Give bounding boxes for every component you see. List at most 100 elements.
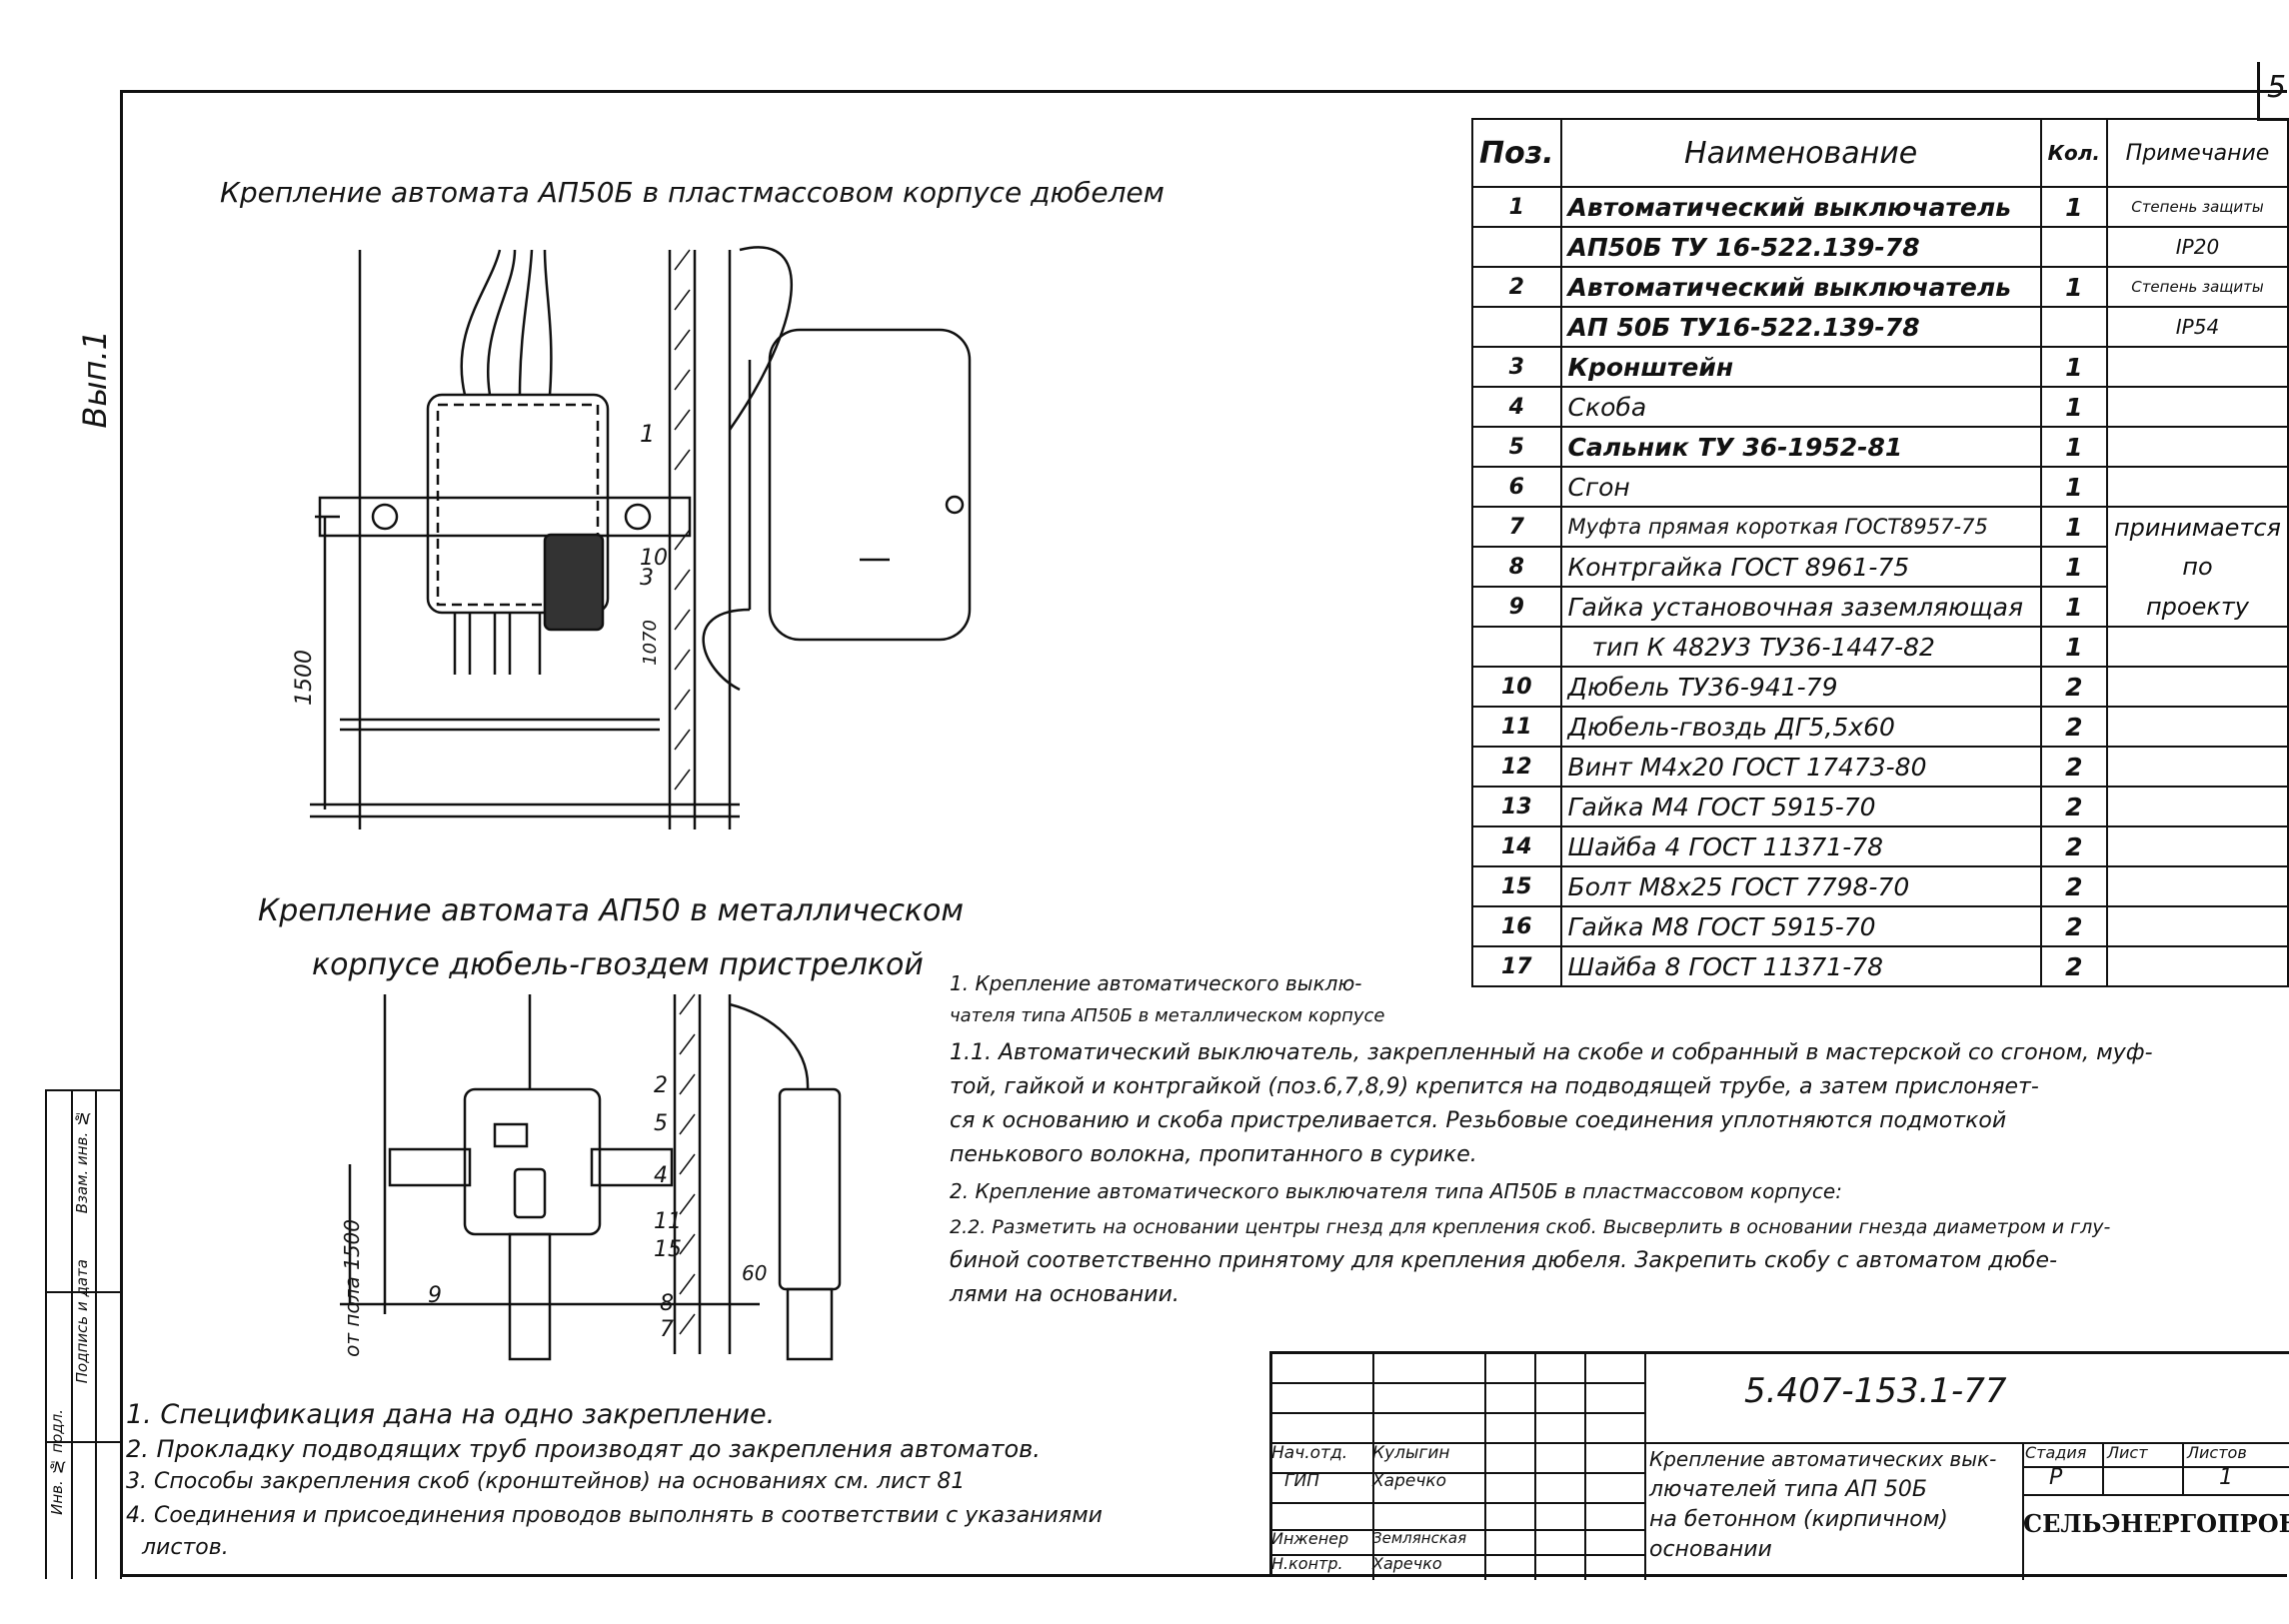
note-11-line3: ся к основанию и скоба пристреливается. … [950, 1108, 2007, 1133]
bottom-note-5: листов. [142, 1535, 229, 1560]
spec-qty: 2 [2039, 786, 2108, 827]
spec-qty: 1 [2039, 386, 2108, 428]
stamp-description-3: на бетонном (кирпичном) [1649, 1507, 1948, 1532]
spec-pos: 11 [1471, 706, 1562, 748]
spec-note: принимается [2105, 506, 2289, 547]
spec-qty [2039, 226, 2108, 268]
spec-name: Гайка установочная заземляющая [1559, 586, 2042, 628]
title-block [1269, 1351, 2289, 1580]
name-kulygin: Кулыгин [1372, 1443, 1450, 1463]
stamp-sheets-header: Листов [2187, 1443, 2247, 1462]
spec-header-qty: Кол. [2039, 118, 2108, 188]
role-engineer: Инженер [1271, 1529, 1349, 1548]
stamp-description-4: основании [1649, 1537, 1772, 1562]
spec-name: Сгон [1559, 466, 2042, 508]
spec-pos: 15 [1471, 865, 1562, 907]
spec-name: Скоба [1559, 386, 2042, 428]
spec-name: Сальник ТУ 36-1952-81 [1559, 426, 2042, 468]
spec-name: Автоматический выключатель [1559, 186, 2042, 228]
spec-name: Болт М8х25 ГОСТ 7798-70 [1559, 865, 2042, 907]
spec-qty: 1 [2039, 466, 2108, 508]
title-top-drawing: Крепление автомата АП50Б в пластмассовом… [220, 176, 1164, 209]
bottom-note-3: 3. Способы закрепления скоб (кронштейнов… [126, 1469, 966, 1494]
spec-name: Шайба 4 ГОСТ 11371-78 [1559, 825, 2042, 867]
spec-qty: 1 [2039, 506, 2108, 548]
name-harechko-2: Харечко [1372, 1554, 1442, 1573]
spec-note [2105, 386, 2289, 428]
stamp-stage-header: Стадия [2025, 1443, 2087, 1462]
spec-qty: 2 [2039, 905, 2108, 947]
spec-note: IP20 [2105, 226, 2289, 268]
spec-qty: 2 [2039, 945, 2108, 987]
spec-qty: 2 [2039, 865, 2108, 907]
spec-pos: 17 [1471, 945, 1562, 987]
sidebar-label-sign: Подпись и дата [73, 1259, 91, 1384]
spec-note [2105, 626, 2289, 668]
spec-name: Автоматический выключатель [1559, 266, 2042, 308]
spec-header-row: Поз. Наименование Кол. Примечание [1471, 118, 2289, 188]
spec-note [2105, 706, 2289, 748]
bottom-note-2: 2. Прокладку подводящих труб производят … [126, 1435, 1041, 1463]
organization-name: СЕЛЬЭНЕРГОПРОЕКТ [2023, 1509, 2289, 1538]
spec-note [2105, 945, 2289, 987]
note-22-line3: лями на основании. [950, 1282, 1179, 1307]
spec-pos: 4 [1471, 386, 1562, 428]
callout-5: 5 [654, 1111, 668, 1136]
spec-name: АП 50Б ТУ16-522.139-78 [1559, 306, 2042, 348]
dim-60: 60 [742, 1261, 768, 1285]
spec-name: тип К 482У3 ТУ36-1447-82 [1559, 626, 2042, 668]
spec-name: Шайба 8 ГОСТ 11371-78 [1559, 945, 2042, 987]
callout-10-top: 10 [640, 546, 668, 571]
side-label: Вып.1 [76, 330, 114, 429]
bottom-note-1: 1. Спецификация дана на одно закрепление… [126, 1399, 776, 1430]
sheet-corner-number: 5 [2267, 70, 2287, 105]
spec-qty: 2 [2039, 825, 2108, 867]
spec-name: Муфта прямая короткая ГОСТ8957-75 [1559, 506, 2042, 548]
spec-pos: 7 [1471, 506, 1562, 548]
spec-pos: 12 [1471, 746, 1562, 788]
spec-name: АП50Б ТУ 16-522.139-78 [1559, 226, 2042, 268]
stamp-description-2: лючателей типа АП 50Б [1649, 1477, 1927, 1502]
callout-3-top: 3 [640, 566, 654, 591]
title-bottom-line1: Крепление автомата АП50 в металлическом [258, 893, 965, 928]
spec-pos: 14 [1471, 825, 1562, 867]
spec-note [2105, 786, 2289, 827]
role-gip: ГИП [1284, 1471, 1319, 1491]
spec-qty: 1 [2039, 266, 2108, 308]
sidebar-label-inv: Инв. № подл. [48, 1409, 66, 1515]
spec-name: Гайка М4 ГОСТ 5915-70 [1559, 786, 2042, 827]
spec-name: Контргайка ГОСТ 8961-75 [1559, 546, 2042, 588]
spec-qty: 2 [2039, 706, 2108, 748]
spec-note: проекту [2105, 587, 2289, 628]
callout-8: 8 [660, 1291, 674, 1316]
spec-row: АП50Б ТУ 16-522.139-78 IP20 [1471, 226, 2289, 268]
spec-qty: 2 [2039, 746, 2108, 788]
spec-header-note: Примечание [2105, 118, 2289, 188]
spec-note [2105, 746, 2289, 788]
spec-note [2105, 346, 2289, 388]
spec-note [2105, 825, 2289, 867]
callout-1-top: 1 [640, 420, 656, 448]
spec-note [2105, 865, 2289, 907]
spec-note [2105, 466, 2289, 508]
dim-floor-1500: от пола 1500 [340, 1219, 364, 1357]
note-22-line1: 2.2. Разметить на основании центры гнезд… [950, 1216, 2111, 1238]
role-n-kontr: Н.контр. [1271, 1554, 1343, 1573]
note-2-line1: 2. Крепление автоматического выключателя… [950, 1179, 1842, 1203]
document-code: 5.407-153.1-77 [1744, 1371, 2007, 1411]
stamp-sheet-header: Лист [2107, 1443, 2148, 1462]
role-nach-otd: Нач.отд. [1271, 1443, 1348, 1463]
stamp-sheets-value: 1 [2219, 1465, 2233, 1490]
spec-pos [1471, 226, 1562, 268]
callout-4: 4 [654, 1163, 668, 1188]
